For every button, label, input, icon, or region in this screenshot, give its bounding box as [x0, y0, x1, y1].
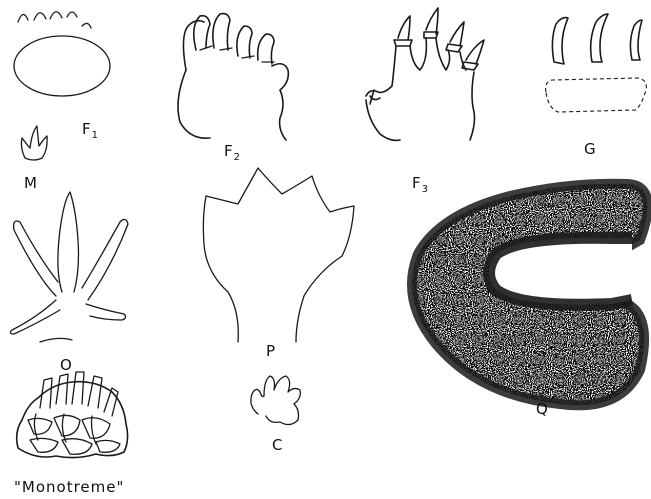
footprint-q [400, 172, 650, 412]
o-digit [14, 221, 58, 296]
monotreme-pad [96, 440, 120, 452]
f2-claw [237, 26, 252, 58]
monotreme-claw [72, 372, 84, 404]
monotreme-claw [88, 376, 102, 408]
f1-digit-mark [18, 14, 28, 22]
footprint-g [546, 14, 647, 112]
monotreme-claw [40, 378, 52, 408]
f2-pad-edge [178, 70, 210, 138]
f1-digit-mark [50, 12, 62, 19]
footprint-p [203, 168, 354, 342]
label-o: O [60, 356, 73, 374]
monotreme-pad [82, 418, 110, 438]
label-g: G [584, 140, 597, 158]
monotreme-claw [56, 374, 68, 404]
label-m: M [24, 174, 38, 192]
label-q: Q [536, 400, 549, 418]
m-print-outline [21, 126, 47, 160]
label-p: P [266, 342, 276, 360]
monotreme-claw [104, 388, 118, 416]
f3-claw [426, 8, 438, 34]
f3-claw [398, 16, 410, 40]
footprint-monotreme [17, 372, 128, 458]
o-digit [82, 219, 128, 300]
label-f3: F3 [412, 174, 429, 195]
f1-digit-mark [82, 23, 91, 28]
g-claw [591, 14, 608, 62]
footprint-f2 [178, 14, 288, 140]
f3-pad-edge [470, 72, 475, 140]
label-c: C [272, 436, 283, 454]
monotreme-pad [54, 415, 80, 436]
label-monotreme: "Monotreme" [14, 478, 124, 496]
label-f2: F2 [224, 142, 241, 163]
c-print-outline [251, 376, 301, 425]
g-dashed-pad [546, 78, 647, 112]
o-heel-line [40, 338, 72, 342]
f3-claw [466, 40, 484, 64]
monotreme-pad [30, 438, 58, 452]
g-claw [630, 20, 642, 60]
f3-claw [450, 22, 464, 46]
label-f1: F1 [82, 120, 99, 141]
f3-pad-edge [366, 100, 400, 140]
footprint-m [21, 126, 47, 160]
p-print-outline [203, 168, 354, 342]
monotreme-pad [62, 439, 92, 455]
o-digit [58, 192, 79, 292]
f1-sole-pad [14, 36, 110, 96]
f2-pad-edge [272, 64, 288, 140]
f3-digit-lines [410, 38, 466, 70]
q-inner-channel [489, 238, 632, 305]
f1-digit-mark [67, 12, 77, 17]
footprint-c [251, 376, 301, 425]
footprint-f1 [14, 12, 110, 96]
f2-claw [213, 14, 230, 50]
f3-pad-edge [366, 46, 396, 96]
g-claw [552, 18, 568, 64]
monotreme-pad [28, 418, 52, 434]
o-digit [86, 304, 126, 320]
footprint-o [10, 192, 128, 342]
o-digit [10, 300, 60, 334]
f1-digit-mark [34, 13, 46, 20]
f2-claw [258, 34, 274, 64]
footprint-f3 [366, 8, 484, 140]
